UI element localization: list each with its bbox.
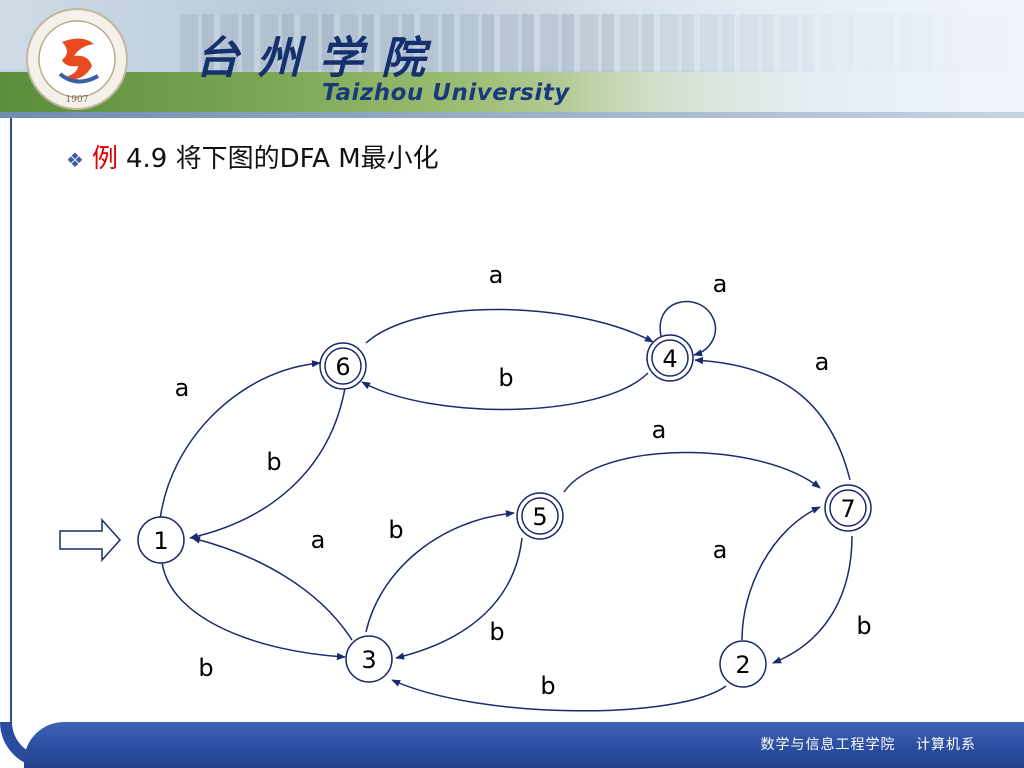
edge-label-2-3: b xyxy=(540,672,555,700)
left-accent-line xyxy=(10,118,12,728)
edge-label-3-5: b xyxy=(388,516,403,544)
title-text: 4.9 将下图的DFA M最小化 xyxy=(125,144,439,174)
edge-label-6-4: a xyxy=(489,261,504,289)
brand-chinese-name: 台州学院 xyxy=(195,33,443,84)
diamond-bullet-icon: ❖ xyxy=(66,148,84,172)
edge-5-3 xyxy=(395,537,523,660)
state-1-label: 1 xyxy=(153,527,168,555)
header-banner: 1907 台州学院 Taizhou University xyxy=(0,0,1024,118)
edge-4-6 xyxy=(361,372,649,411)
edge-label-4-6: b xyxy=(498,364,513,392)
edge-1-6 xyxy=(159,360,321,521)
state-4-label: 4 xyxy=(662,345,677,373)
brand-english-name: Taizhou University xyxy=(322,80,570,106)
edge-6-1 xyxy=(189,387,346,540)
edge-label-7-4: a xyxy=(815,348,830,376)
edge-3-5 xyxy=(365,510,515,633)
edge-label-2-7: a xyxy=(713,536,728,564)
state-3 xyxy=(345,635,393,683)
edge-label-5-3: b xyxy=(489,618,504,646)
footer-bar: 数学与信息工程学院 计算机系 xyxy=(0,722,1024,768)
edge-7-4 xyxy=(694,356,851,481)
state-4 xyxy=(646,334,694,382)
edge-label-1-6: a xyxy=(175,374,190,402)
state-2 xyxy=(719,640,767,688)
start-arrow-icon xyxy=(59,518,122,562)
university-seal-logo: 1907 xyxy=(26,8,128,110)
edge-4-4 xyxy=(659,300,717,357)
state-1 xyxy=(137,516,185,564)
edge-2-7 xyxy=(741,506,821,641)
edge-5-7 xyxy=(563,451,821,493)
edge-label-7-2: b xyxy=(856,612,871,640)
edge-3-1 xyxy=(191,536,353,641)
edge-7-2 xyxy=(772,535,853,664)
edge-2-3 xyxy=(391,679,727,712)
state-7 xyxy=(824,484,872,532)
edge-1-3 xyxy=(161,561,346,661)
title-prefix: 例 xyxy=(91,144,118,174)
state-7-label: 7 xyxy=(840,495,855,523)
edge-6-4 xyxy=(365,308,654,344)
edge-label-6-1: b xyxy=(266,448,281,476)
state-6 xyxy=(319,342,367,390)
state-5 xyxy=(516,492,564,540)
state-6-label: 6 xyxy=(335,353,350,381)
edge-label-4-4: a xyxy=(713,270,728,298)
edge-label-1-3: b xyxy=(198,654,213,682)
edge-label-3-1: a xyxy=(311,526,326,554)
edge-label-5-7: a xyxy=(652,416,667,444)
state-3-label: 3 xyxy=(361,646,376,674)
footer-text: 数学与信息工程学院 计算机系 xyxy=(760,737,976,753)
state-2-label: 2 xyxy=(735,651,750,679)
seal-year: 1907 xyxy=(66,95,89,105)
state-5-label: 5 xyxy=(532,503,547,531)
